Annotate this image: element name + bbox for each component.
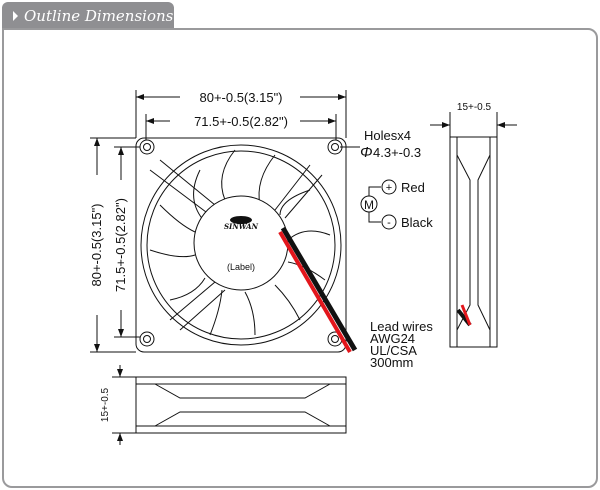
width-outer-label: 80+-0.5(3.15")	[199, 90, 282, 105]
section-tab: Outline Dimensions	[2, 2, 174, 29]
side-thickness-label: 15+-0.5	[457, 102, 492, 113]
holes-label: Holesx4	[364, 128, 411, 143]
brand-logo	[230, 216, 252, 224]
bottom-thickness-label: 15+-0.5	[100, 387, 111, 422]
black-wire-label: Black	[401, 215, 433, 230]
diagram-panel	[2, 28, 598, 488]
hub-label: (Label)	[227, 262, 255, 272]
triangle-icon	[13, 10, 18, 21]
bottom-view	[135, 376, 347, 434]
holes-diameter: 4.3+-0.3	[373, 145, 421, 160]
plus-icon: +	[386, 182, 392, 194]
width-inner-label: 71.5+-0.5(2.82")	[194, 114, 288, 129]
wire-cert: UL/CSA	[370, 343, 417, 358]
motor-label: M	[364, 198, 374, 212]
minus-icon: -	[387, 217, 391, 229]
fan-frame	[135, 137, 347, 353]
lead-wires	[278, 226, 472, 354]
height-outer-label: 80+-0.5(3.15")	[89, 203, 104, 286]
diameter-icon: Φ	[360, 144, 373, 161]
lead-wires-label: Lead wires	[370, 319, 433, 334]
brand-text: SINWAN	[224, 222, 259, 231]
wire-length: 300mm	[370, 355, 413, 370]
red-wire-label: Red	[401, 180, 425, 195]
wire-gauge: AWG24	[370, 331, 415, 346]
fan-hub	[193, 195, 289, 291]
section-title: Outline Dimensions	[24, 6, 174, 25]
mounting-holes	[139, 139, 343, 347]
side-view	[449, 136, 498, 348]
height-inner-label: 71.5+-0.5(2.82")	[113, 198, 128, 292]
